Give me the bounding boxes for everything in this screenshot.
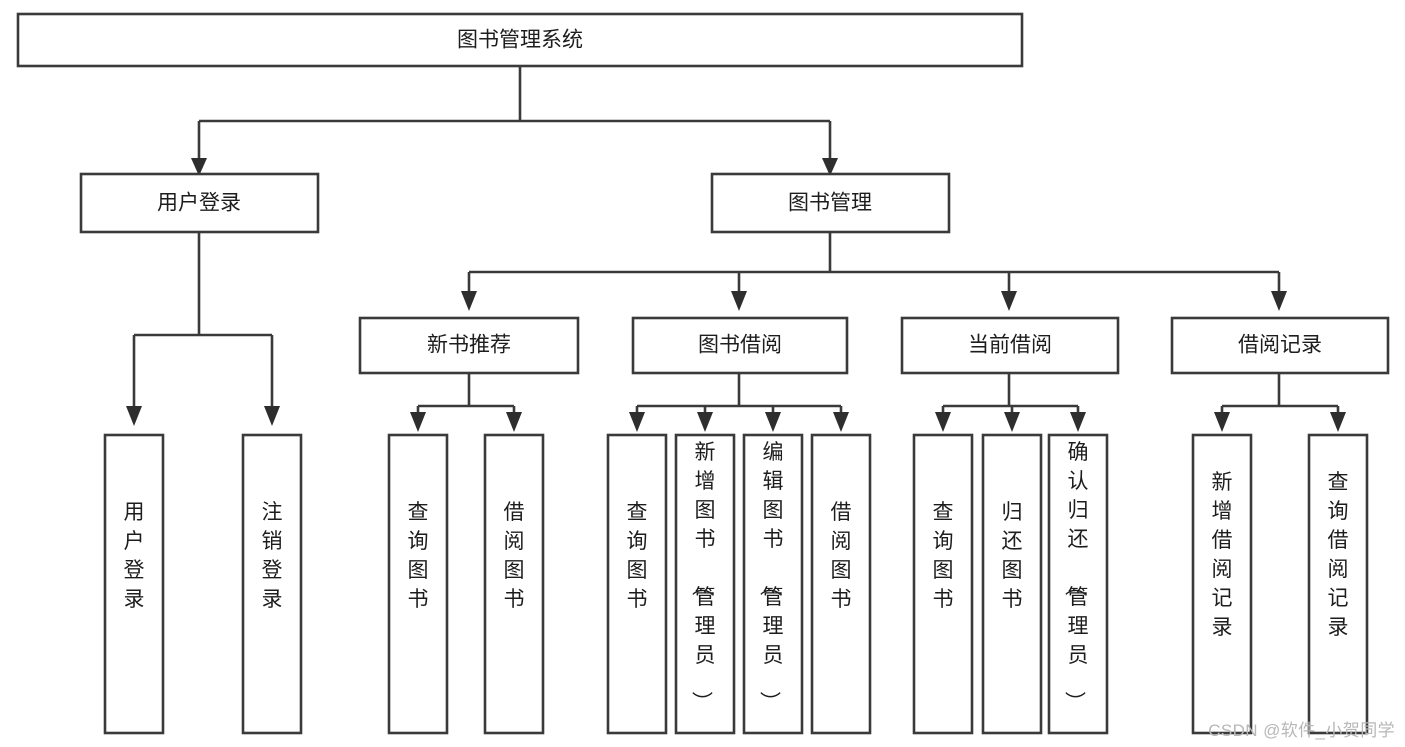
watermark: CSDN @软件_小贺同学 [1208,721,1395,740]
node-book-borrow-box[interactable] [631,316,849,375]
node-root-box[interactable] [16,12,1024,68]
node-leaf-query-book-3-box[interactable] [912,433,974,735]
node-current-borrow[interactable]: 当前借阅 [900,316,1120,375]
arrow-head-leaf-logout-login [264,406,280,426]
node-leaf-add-borrow-record-box[interactable] [1191,433,1253,735]
arrow-head-leaf-query-book-3 [935,412,951,432]
node-leaf-user-login-label: 用户登录 [124,501,145,611]
node-leaf-return-book[interactable]: 归还图书 [981,433,1043,735]
node-leaf-query-book-1-box[interactable] [387,433,449,735]
node-current-borrow-box[interactable] [900,316,1120,375]
node-leaf-logout-login-label: 注销登录 [262,501,283,611]
arrow-head-leaf-edit-book-admin [765,412,781,432]
node-leaf-borrow-book-2-box[interactable] [810,433,872,735]
node-leaf-edit-book-admin[interactable]: 编辑图书（管理员） [742,433,804,735]
node-root-label: 图书管理系统 [457,29,583,52]
node-leaf-confirm-return-admin-label: 确认归还（管理员） [1063,441,1089,712]
node-leaf-logout-login-box[interactable] [241,433,303,735]
node-leaf-edit-book-admin-label: 编辑图书（管理员） [758,441,784,712]
arrow-head-leaf-query-book-1 [410,412,426,432]
arrow-head-leaf-confirm-return-admin [1070,412,1086,432]
arrow-head-book-manage [822,158,838,176]
node-leaf-query-book-3-label: 查询图书 [933,501,954,611]
arrow-head-leaf-query-book-2 [629,412,645,432]
node-current-borrow-label: 当前借阅 [968,334,1052,357]
node-user-login-label: 用户登录 [157,192,241,215]
node-new-book-recommend[interactable]: 新书推荐 [358,316,580,375]
node-leaf-user-login[interactable]: 用户登录 [103,433,165,735]
node-leaf-add-book-admin[interactable]: 新增图书（管理员） [674,433,736,735]
arrow-head-leaf-return-book [1004,412,1020,432]
node-new-book-recommend-label: 新书推荐 [427,334,511,357]
node-leaf-query-book-1[interactable]: 查询图书 [387,433,449,735]
node-book-manage[interactable]: 图书管理 [710,172,951,234]
node-leaf-query-book-1-label: 查询图书 [408,501,429,611]
node-leaf-return-book-label: 归还图书 [1002,501,1023,611]
arrow-head-leaf-add-book-admin [697,412,713,432]
arrow-head-leaf-add-borrow-record [1214,412,1230,432]
node-leaf-return-book-box[interactable] [981,433,1043,735]
node-leaf-user-login-box[interactable] [103,433,165,735]
arrow-head-leaf-user-login [126,406,142,426]
node-leaf-query-book-2-box[interactable] [606,433,668,735]
node-new-book-recommend-box[interactable] [358,316,580,375]
arrow-head-leaf-query-borrow-record [1330,412,1346,432]
node-leaf-add-book-admin-box[interactable] [674,433,736,735]
node-borrow-record[interactable]: 借阅记录 [1170,316,1390,375]
node-leaf-query-borrow-record-label: 查询借阅记录 [1328,471,1349,639]
node-leaf-borrow-book-1-box[interactable] [483,433,545,735]
node-leaf-confirm-return-admin[interactable]: 确认归还（管理员） [1047,433,1109,735]
arrow-head-user-login [191,158,207,176]
arrow-head-leaf-borrow-book-2 [833,412,849,432]
node-leaf-add-borrow-record-label: 新增借阅记录 [1212,471,1233,639]
arrow-head-borrow-record [1271,291,1287,311]
node-leaf-confirm-return-admin-box[interactable] [1047,433,1109,735]
node-leaf-logout-login[interactable]: 注销登录 [241,433,303,735]
arrow-head-leaf-borrow-book-1 [506,412,522,432]
node-book-borrow[interactable]: 图书借阅 [631,316,849,375]
node-leaf-borrow-book-1[interactable]: 借阅图书 [483,433,545,735]
node-leaf-borrow-book-2[interactable]: 借阅图书 [810,433,872,735]
arrow-head-book-borrow [731,291,747,311]
node-root[interactable]: 图书管理系统 [16,12,1024,68]
node-leaf-borrow-book-1-label: 借阅图书 [504,501,525,611]
arrow-head-current-borrow [1001,291,1017,311]
node-user-login-box[interactable] [79,172,320,234]
node-borrow-record-box[interactable] [1170,316,1390,375]
arrow-head-new-book-recommend [461,291,477,311]
node-leaf-query-book-3[interactable]: 查询图书 [912,433,974,735]
node-leaf-query-book-2-label: 查询图书 [627,501,648,611]
node-leaf-borrow-book-2-label: 借阅图书 [831,501,852,611]
node-book-manage-box[interactable] [710,172,951,234]
node-leaf-add-borrow-record[interactable]: 新增借阅记录 [1191,433,1253,735]
node-borrow-record-label: 借阅记录 [1238,334,1322,357]
node-leaf-query-book-2[interactable]: 查询图书 [606,433,668,735]
node-leaf-add-book-admin-label: 新增图书（管理员） [690,441,716,712]
node-book-manage-label: 图书管理 [788,192,872,215]
node-leaf-edit-book-admin-box[interactable] [742,433,804,735]
node-user-login[interactable]: 用户登录 [79,172,320,234]
node-leaf-query-borrow-record[interactable]: 查询借阅记录 [1307,433,1369,735]
node-book-borrow-label: 图书借阅 [698,334,782,357]
node-leaf-query-borrow-record-box[interactable] [1307,433,1369,735]
connector-layer [126,66,1346,432]
